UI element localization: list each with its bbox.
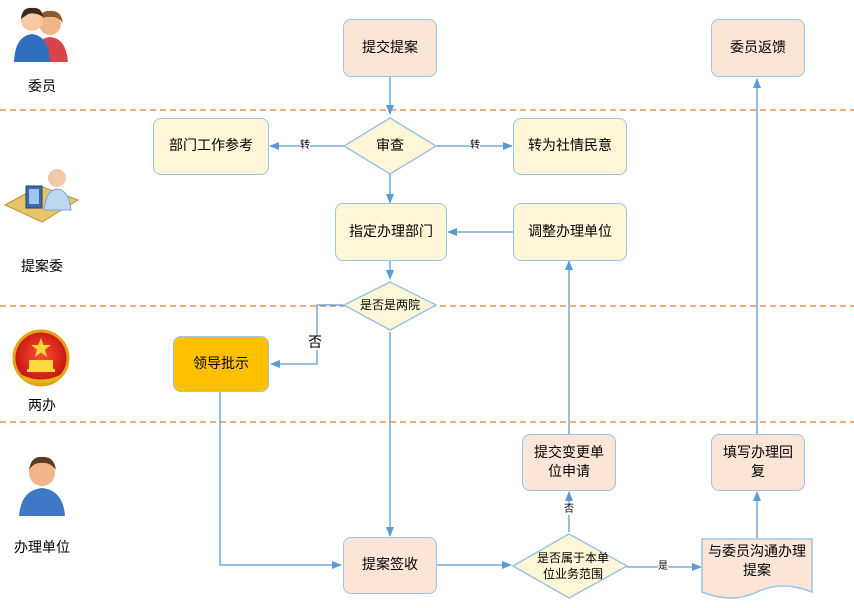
lane-label-handling-unit: 办理单位: [14, 540, 70, 556]
two-offices-diamond-label: 是否是两院: [359, 297, 420, 312]
review-diamond: [342, 117, 438, 175]
edge-label-to-dept: 转: [300, 140, 310, 151]
handling-unit-person-icon: [19, 456, 65, 516]
edge-leader-sign: [219, 392, 342, 569]
edge-twooffices-leader: [270, 304, 346, 368]
edge-label-to-social: 转: [470, 140, 480, 151]
leader-instruction-box: 领导批示: [173, 336, 269, 392]
edge-label-yes-communicate: 是: [658, 561, 668, 572]
assign-dept-box: 指定办理部门: [335, 203, 447, 261]
adjust-unit-box: 调整办理单位: [513, 203, 627, 261]
national-emblem-icon: [12, 329, 70, 387]
submit-proposal-box: 提交提案: [343, 19, 437, 77]
fill-reply-box: 填写办理回复: [711, 434, 805, 491]
lane-label-proposal-committee: 提案委: [21, 259, 63, 275]
proposal-committee-icon: [3, 169, 80, 223]
change-request-box: 提交变更单位申请: [522, 434, 616, 491]
proposal-sign-box: 提案签收: [343, 537, 437, 594]
communicate-document: [701, 538, 813, 599]
lane-label-committee-member: 委员: [28, 79, 56, 95]
member-feedback-box: 委员返馈: [711, 19, 805, 77]
edge-label-no-change: 否: [564, 504, 574, 515]
lane-label-two-offices: 两办: [28, 398, 56, 414]
scope-diamond: [511, 533, 629, 599]
review-diamond-label: 审查: [376, 137, 404, 154]
communicate-document-label: 与委员沟通办理提案: [708, 544, 806, 579]
social-opinion-box: 转为社情民意: [513, 118, 627, 175]
edge-label-no-leader: 否: [308, 335, 322, 351]
two-offices-diamond: [342, 281, 438, 331]
dept-reference-box: 部门工作参考: [153, 118, 269, 175]
committee-members-icon: [14, 7, 68, 62]
scope-diamond-label: 是否属于本单位业务范围: [536, 550, 609, 581]
